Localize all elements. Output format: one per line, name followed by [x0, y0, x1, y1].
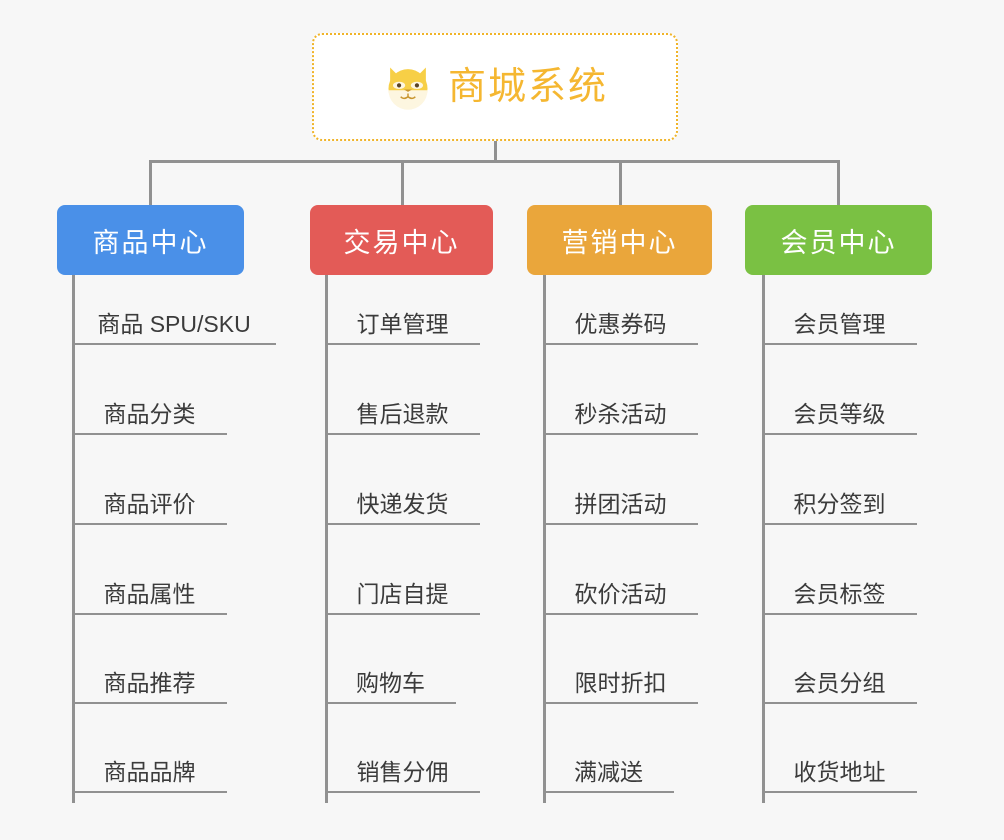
branch-spine-1 — [72, 275, 75, 803]
leaf-item[interactable]: 商品属性 — [72, 570, 227, 615]
connector-horizontal-bus — [149, 160, 839, 163]
branch-spine-4 — [762, 275, 765, 803]
root-title: 商城系统 — [447, 66, 608, 108]
leaf-item[interactable]: 限时折扣 — [543, 659, 698, 704]
connector-root-stem — [494, 141, 497, 163]
leaf-item[interactable]: 销售分佣 — [325, 748, 480, 793]
leaf-item[interactable]: 订单管理 — [325, 300, 480, 345]
branch-spine-2 — [325, 275, 328, 803]
leaf-item[interactable]: 积分签到 — [762, 480, 917, 525]
leaf-item[interactable]: 收货地址 — [762, 748, 917, 793]
branch-header-1[interactable]: 商品中心 — [57, 205, 244, 275]
leaf-item[interactable]: 门店自提 — [325, 570, 480, 615]
leaf-item[interactable]: 秒杀活动 — [543, 390, 698, 435]
branch-header-4[interactable]: 会员中心 — [745, 205, 932, 275]
leaf-item[interactable]: 商品评价 — [72, 480, 227, 525]
leaf-item[interactable]: 优惠券码 — [543, 300, 698, 345]
leaf-item[interactable]: 商品分类 — [72, 390, 227, 435]
leaf-item[interactable]: 会员分组 — [762, 659, 917, 704]
leaf-item[interactable]: 会员等级 — [762, 390, 917, 435]
leaf-item[interactable]: 拼团活动 — [543, 480, 698, 525]
leaf-item[interactable]: 商品 SPU/SKU — [72, 300, 276, 345]
leaf-item[interactable]: 快递发货 — [325, 480, 480, 525]
connector-drop-branch-3 — [619, 160, 622, 205]
leaf-item[interactable]: 砍价活动 — [543, 570, 698, 615]
branch-header-2[interactable]: 交易中心 — [310, 205, 493, 275]
leaf-item[interactable]: 售后退款 — [325, 390, 480, 435]
leaf-item[interactable]: 购物车 — [325, 659, 456, 704]
connector-drop-branch-2 — [401, 160, 404, 205]
branch-header-3[interactable]: 营销中心 — [527, 205, 712, 275]
leaf-item[interactable]: 满减送 — [543, 748, 674, 793]
connector-drop-branch-1 — [149, 160, 152, 205]
shiba-dog-face-icon — [388, 67, 428, 110]
connector-drop-branch-4 — [837, 160, 840, 205]
leaf-item[interactable]: 商品品牌 — [72, 748, 227, 793]
branch-spine-3 — [543, 275, 546, 803]
root-node[interactable]: 商城系统 — [312, 33, 678, 141]
leaf-item[interactable]: 会员标签 — [762, 570, 917, 615]
leaf-item[interactable]: 商品推荐 — [72, 659, 227, 704]
leaf-item[interactable]: 会员管理 — [762, 300, 917, 345]
